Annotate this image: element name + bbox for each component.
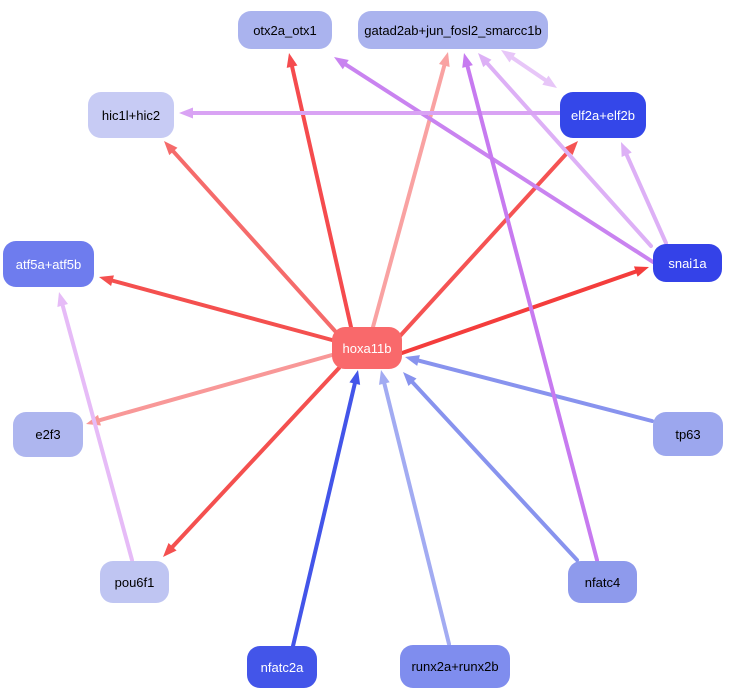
arrowhead-hoxa11b-snai1a [633,266,649,277]
edge-hoxa11b-elf2a_elf2b [398,147,573,338]
edge-hoxa11b-otx2a_otx1 [289,61,353,329]
arrowhead-elf2a_elf2b-hic1l_hic2 [179,107,193,119]
node-nfatc2a[interactable]: nfatc2a [247,646,317,688]
arrowhead-runx2a_runx2b-hoxa11b [379,370,390,385]
edge-hoxa11b-snai1a [400,268,641,355]
edge-snai1a-otx2a_otx1 [341,60,655,264]
node-hic1l_hic2[interactable]: hic1l+hic2 [88,92,174,138]
node-label: nfatc2a [260,659,304,675]
arrowhead-elf2a_elf2b-gatad2ab_jun_fosl2_smarcc1b [501,50,516,63]
arrowhead-nfatc4-gatad2ab_jun_fosl2_smarcc1b [462,53,473,68]
node-label: elf2a+elf2b [571,107,635,123]
edge-hoxa11b-gatad2ab_jun_fosl2_smarcc1b [371,60,448,329]
arrowhead-snai1a-gatad2ab_jun_fosl2_smarcc1b [478,53,492,68]
edge-nfatc4-hoxa11b [408,378,579,562]
node-label: tp63 [675,426,701,442]
node-label: otx2a_otx1 [253,22,317,38]
arrowhead-hoxa11b-gatad2ab_jun_fosl2_smarcc1b [439,52,450,67]
arrowhead-tp63-hoxa11b [405,355,420,366]
node-snai1a[interactable]: snai1a [653,244,722,282]
arrowhead-hoxa11b-pou6f1 [163,543,177,557]
edge-runx2a_runx2b-hoxa11b [381,378,451,646]
node-label: atf5a+atf5b [15,256,82,272]
node-label: snai1a [668,255,707,271]
node-runx2a_runx2b[interactable]: runx2a+runx2b [400,645,510,688]
arrowhead-hoxa11b-elf2a_elf2b [564,141,578,156]
arrowhead-pou6f1-atf5a_atf5b [57,292,68,307]
edge-nfatc2a-hoxa11b [291,378,358,648]
node-label: nfatc4 [584,574,621,590]
edge-pou6f1-atf5a_atf5b [59,300,134,562]
node-nfatc4[interactable]: nfatc4 [568,561,637,603]
arrowhead-gatad2ab_jun_fosl2_smarcc1b-elf2a_elf2b [542,75,557,88]
arrowhead-snai1a-elf2a_elf2b [621,142,632,158]
node-e2f3[interactable]: e2f3 [13,412,83,457]
node-otx2a_otx1[interactable]: otx2a_otx1 [238,11,332,49]
arrowhead-nfatc4-hoxa11b [403,372,417,387]
node-pou6f1[interactable]: pou6f1 [100,561,169,603]
arrowhead-snai1a-otx2a_otx1 [334,57,349,70]
arrowhead-nfatc2a-hoxa11b [349,370,361,385]
node-hoxa11b[interactable]: hoxa11b [332,327,402,369]
node-label: gatad2ab+jun_fosl2_smarcc1b [364,22,542,38]
node-label: hic1l+hic2 [101,107,161,123]
edge-tp63-hoxa11b [413,357,654,423]
edge-hoxa11b-pou6f1 [168,366,341,551]
node-elf2a_elf2b[interactable]: elf2a+elf2b [560,92,646,138]
node-atf5a_atf5b[interactable]: atf5a+atf5b [3,241,94,287]
node-label: runx2a+runx2b [411,659,499,674]
node-gatad2ab_jun_fosl2_smarcc1b[interactable]: gatad2ab+jun_fosl2_smarcc1b [358,11,548,49]
edge-nfatc4-gatad2ab_jun_fosl2_smarcc1b [464,61,599,562]
arrowhead-hoxa11b-atf5a_atf5b [99,275,114,286]
node-label: hoxa11b [342,340,392,356]
edge-hoxa11b-e2f3 [94,353,334,424]
edge-snai1a-gatad2ab_jun_fosl2_smarcc1b [483,59,653,248]
edge-snai1a-elf2a_elf2b [623,150,668,245]
edge-hoxa11b-hic1l_hic2 [169,147,337,333]
arrowhead-hoxa11b-hic1l_hic2 [164,141,178,156]
node-tp63[interactable]: tp63 [653,412,723,456]
node-label: pou6f1 [114,574,155,590]
arrowhead-hoxa11b-otx2a_otx1 [286,53,298,68]
edge-gatad2ab_jun_fosl2_smarcc1b-elf2a_elf2b [508,54,550,84]
node-label: e2f3 [35,427,61,442]
edge-hoxa11b-atf5a_atf5b [107,277,334,342]
